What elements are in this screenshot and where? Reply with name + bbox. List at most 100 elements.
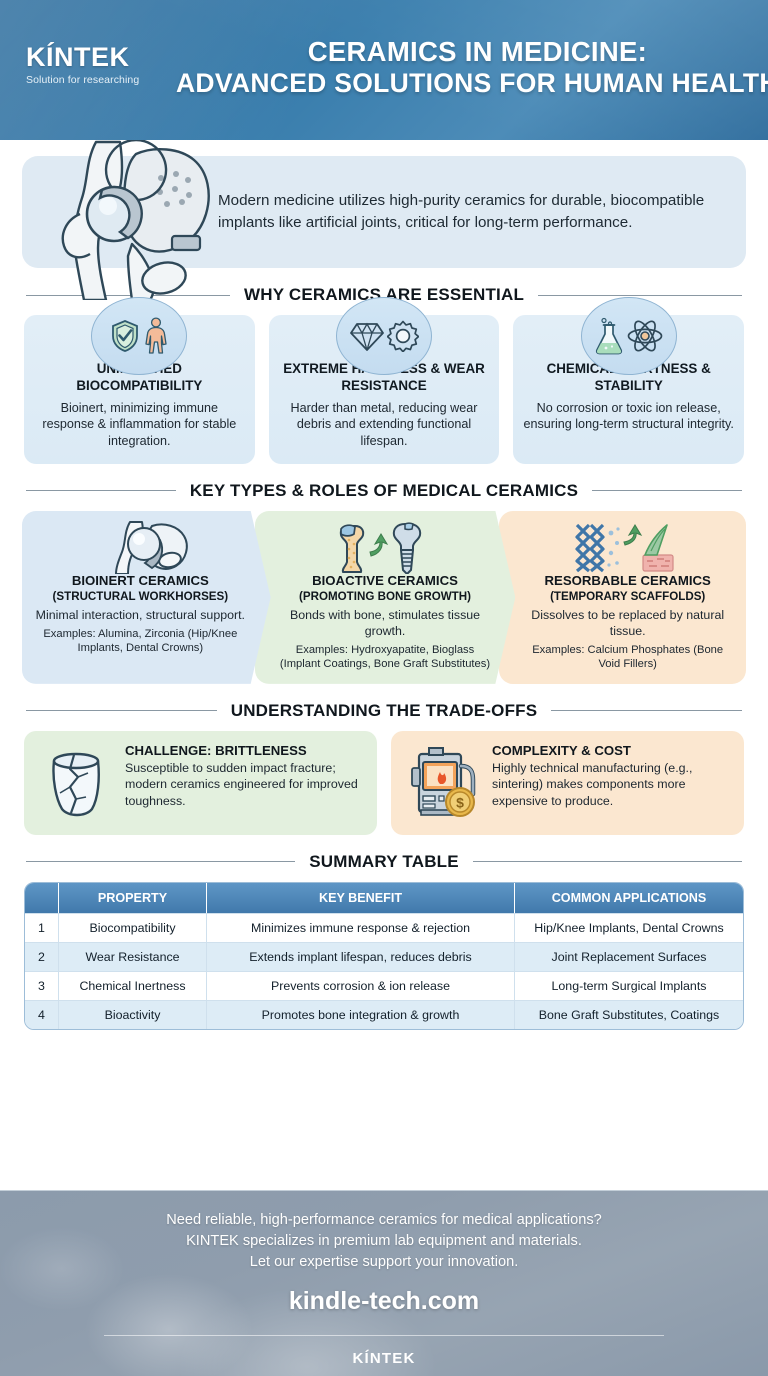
cracked-vessel-icon — [37, 743, 115, 823]
section-heading-summary: SUMMARY TABLE — [0, 852, 768, 872]
type-card-bioactive: BIOACTIVE CERAMICS (PROMOTING BONE GROWT… — [255, 511, 516, 684]
cell-index: 1 — [25, 912, 59, 942]
cell-property: Wear Resistance — [59, 941, 207, 971]
footer-banner: Need reliable, high-performance ceramics… — [0, 1190, 768, 1376]
section-title-tradeoffs: UNDERSTANDING THE TRADE-OFFS — [230, 700, 538, 720]
tradeoff-body: COMPLEXITY & COST Highly technical manuf… — [492, 743, 731, 809]
cell-property: Chemical Inertness — [59, 970, 207, 1000]
hip-implant-icon — [22, 521, 271, 573]
divider-line-left — [26, 861, 296, 863]
header-banner: KÍNTEK Solution for researching CERAMICS… — [0, 0, 768, 140]
section-heading-why: WHY CERAMICS ARE ESSENTIAL — [0, 285, 768, 305]
cell-benefit: Extends implant lifespan, reduces debris — [207, 941, 515, 971]
footer-divider — [104, 1335, 664, 1337]
gear-icon — [386, 320, 419, 352]
type-desc: Minimal interaction, structural support. — [35, 607, 246, 622]
benefit-desc: Bioinert, minimizing immune response & i… — [42, 400, 237, 448]
logo-tagline: Solution for researching — [26, 74, 140, 86]
type-examples: Examples: Calcium Phosphates (Bone Void … — [532, 643, 724, 671]
table-row: 3 Chemical Inertness Prevents corrosion … — [25, 970, 743, 1000]
divider-line-left — [26, 490, 176, 492]
table-header-row: PROPERTY KEY BENEFIT COMMON APPLICATIONS — [25, 882, 743, 913]
footer-cta-line-2: KINTEK specializes in premium lab equipm… — [186, 1233, 582, 1250]
diamond-icon — [349, 322, 384, 351]
title-line-2: ADVANCED SOLUTIONS FOR HUMAN HEALTH — [176, 67, 768, 98]
table-row: 4 Bioactivity Promotes bone integration … — [25, 999, 743, 1029]
benefit-icon-group — [91, 297, 188, 375]
table-row: 1 Biocompatibility Minimizes immune resp… — [25, 912, 743, 942]
cell-index: 4 — [25, 999, 59, 1029]
benefit-icon-group — [580, 297, 677, 375]
intro-text: Modern medicine utilizes high-purity cer… — [218, 192, 705, 231]
tradeoff-title: COMPLEXITY & COST — [492, 742, 631, 758]
benefit-card-biocompatibility: UNMATCHED BIOCOMPATIBILITY Bioinert, min… — [24, 297, 255, 464]
footer-website-url[interactable]: kindle-tech.com — [288, 1287, 480, 1316]
divider-line-right — [538, 294, 742, 296]
shield-check-icon — [111, 320, 138, 352]
type-title: BIOACTIVE CERAMICS — [312, 572, 458, 588]
cell-applications: Hip/Knee Implants, Dental Crowns — [515, 912, 743, 942]
divider-line-right — [592, 490, 742, 492]
benefit-icon-group — [336, 297, 432, 375]
cell-benefit: Minimizes immune response & rejection — [207, 912, 515, 942]
cell-index: 2 — [25, 941, 59, 971]
summary-table: PROPERTY KEY BENEFIT COMMON APPLICATIONS… — [24, 881, 744, 1030]
benefit-desc: No corrosion or toxic ion release, ensur… — [523, 400, 734, 432]
footer-cta-line-1: Need reliable, high-performance ceramics… — [166, 1212, 602, 1228]
table-header-applications: COMMON APPLICATIONS — [515, 882, 743, 913]
type-subtitle: (TEMPORARY SCAFFOLDS) — [550, 589, 706, 603]
divider-line-left — [26, 294, 230, 296]
cell-benefit: Promotes bone integration & growth — [207, 999, 515, 1029]
tradeoff-title: CHALLENGE: BRITTLENESS — [125, 742, 307, 758]
tradeoff-desc: Susceptible to sudden impact fracture; m… — [125, 760, 358, 808]
cell-index: 3 — [25, 970, 59, 1000]
svg-text:$: $ — [456, 794, 464, 810]
section-title-types: KEY TYPES & ROLES OF MEDICAL CERAMICS — [189, 480, 579, 500]
human-body-icon — [145, 317, 167, 354]
type-subtitle: (PROMOTING BONE GROWTH) — [299, 589, 471, 603]
section-heading-tradeoffs: UNDERSTANDING THE TRADE-OFFS — [0, 701, 768, 721]
brand-logo: KÍNTEK Solution for researching — [26, 44, 176, 90]
cell-benefit: Prevents corrosion & ion release — [207, 970, 515, 1000]
footer-cta-line-3: Let our expertise support your innovatio… — [249, 1254, 519, 1271]
scaffold-tissue-icon — [499, 521, 746, 573]
cell-applications: Long-term Surgical Implants — [515, 970, 743, 1000]
divider-line-right — [472, 861, 742, 863]
title-line-1: CERAMICS IN MEDICINE: — [307, 35, 648, 67]
atom-icon — [627, 320, 663, 352]
benefit-desc: Harder than metal, reducing wear debris … — [290, 400, 478, 448]
furnace-cost-icon: $ — [404, 743, 482, 823]
bone-screw-icon — [255, 521, 516, 573]
footer-logo: KÍNTEK — [352, 1350, 416, 1368]
benefit-card-inertness: CHEMICAL INERTNESS & STABILITY No corros… — [513, 297, 745, 464]
type-title: RESORBABLE CERAMICS — [544, 572, 711, 588]
cell-applications: Bone Graft Substitutes, Coatings — [515, 999, 743, 1029]
type-card-resorbable: RESORBABLE CERAMICS (TEMPORARY SCAFFOLDS… — [499, 510, 747, 684]
logo-wordmark: KÍNTEK — [26, 42, 130, 72]
cell-applications: Joint Replacement Surfaces — [515, 941, 743, 971]
summary-table-wrap: PROPERTY KEY BENEFIT COMMON APPLICATIONS… — [0, 881, 768, 1030]
table-body: 1 Biocompatibility Minimizes immune resp… — [25, 912, 743, 1029]
page-title: CERAMICS IN MEDICINE: ADVANCED SOLUTIONS… — [176, 36, 768, 99]
flask-icon — [596, 317, 623, 355]
intro-section: Modern medicine utilizes high-purity cer… — [0, 140, 768, 300]
type-subtitle: (STRUCTURAL WORKHORSES) — [52, 589, 229, 603]
section-title-why: WHY CERAMICS ARE ESSENTIAL — [243, 285, 525, 304]
type-title: BIOINERT CERAMICS — [71, 572, 209, 588]
table-header-property: PROPERTY — [59, 882, 207, 913]
divider-line-left — [26, 710, 217, 712]
type-examples: Examples: Hydroxyapatite, Bioglass (Impl… — [279, 643, 491, 671]
divider-line-right — [551, 710, 742, 712]
cell-property: Bioactivity — [59, 999, 207, 1029]
type-examples: Examples: Alumina, Zirconia (Hip/Knee Im… — [43, 627, 238, 655]
type-desc: Dissolves to be replaced by natural tiss… — [531, 607, 725, 638]
tradeoff-card-brittleness: CHALLENGE: BRITTLENESS Susceptible to su… — [24, 730, 377, 835]
type-card-bioinert: BIOINERT CERAMICS (STRUCTURAL WORKHORSES… — [22, 511, 271, 684]
section-title-summary: SUMMARY TABLE — [309, 851, 459, 871]
table-row: 2 Wear Resistance Extends implant lifesp… — [25, 941, 743, 971]
cell-property: Biocompatibility — [59, 912, 207, 942]
table-header-index — [25, 882, 59, 913]
tradeoff-desc: Highly technical manufacturing (e.g., si… — [492, 760, 693, 808]
tradeoff-body: CHALLENGE: BRITTLENESS Susceptible to su… — [125, 743, 364, 809]
